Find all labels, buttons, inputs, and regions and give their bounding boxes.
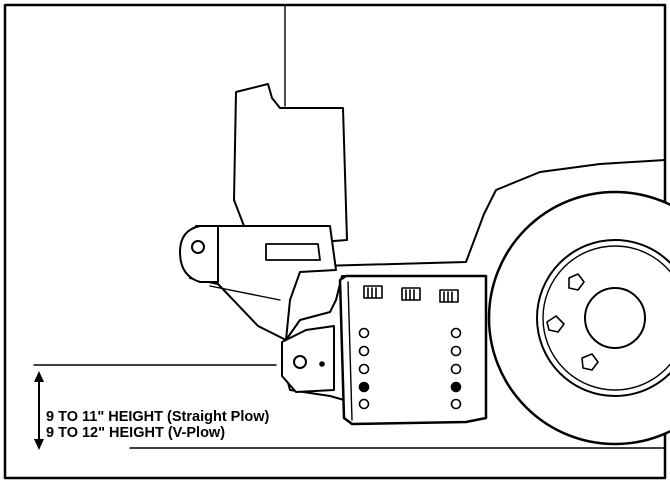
right-hole-column bbox=[450, 327, 462, 410]
mounting-plate-inner-edge bbox=[347, 281, 353, 421]
bolt-icon bbox=[401, 287, 421, 301]
truck-front-block bbox=[233, 83, 348, 243]
bolt-icon bbox=[363, 285, 383, 299]
mounting-hole bbox=[450, 363, 462, 375]
mounting-hole bbox=[358, 398, 370, 410]
mounting-plate bbox=[338, 274, 488, 426]
mounting-hole bbox=[358, 363, 370, 375]
side-mount-plate bbox=[281, 325, 335, 393]
mounting-hole bbox=[450, 345, 462, 357]
mounting-hole bbox=[358, 345, 370, 357]
straight-plow-height-label: 9 TO 11" HEIGHT (Straight Plow) bbox=[46, 409, 270, 425]
mounting-hole bbox=[450, 327, 462, 339]
lift-pin bbox=[265, 243, 321, 261]
mounting-hole bbox=[358, 327, 370, 339]
lug-nut-icon bbox=[568, 273, 585, 291]
double-arrow-icon bbox=[34, 371, 44, 450]
top-bolt-row bbox=[363, 285, 459, 303]
push-arm-pivot bbox=[179, 225, 219, 283]
lug-nut-icon bbox=[581, 353, 599, 371]
front-tire bbox=[487, 190, 670, 446]
bolt-icon bbox=[439, 289, 459, 303]
mounting-hole-bolted bbox=[450, 381, 462, 393]
truck-fender-line bbox=[319, 159, 666, 267]
v-plow-height-label: 9 TO 12" HEIGHT (V-Plow) bbox=[46, 425, 225, 441]
left-hole-column bbox=[358, 327, 370, 410]
push-arm-edge bbox=[209, 285, 281, 301]
mounting-hole-bolted bbox=[358, 381, 370, 393]
lug-nut-icon bbox=[546, 315, 565, 333]
mounting-hole bbox=[450, 398, 462, 410]
